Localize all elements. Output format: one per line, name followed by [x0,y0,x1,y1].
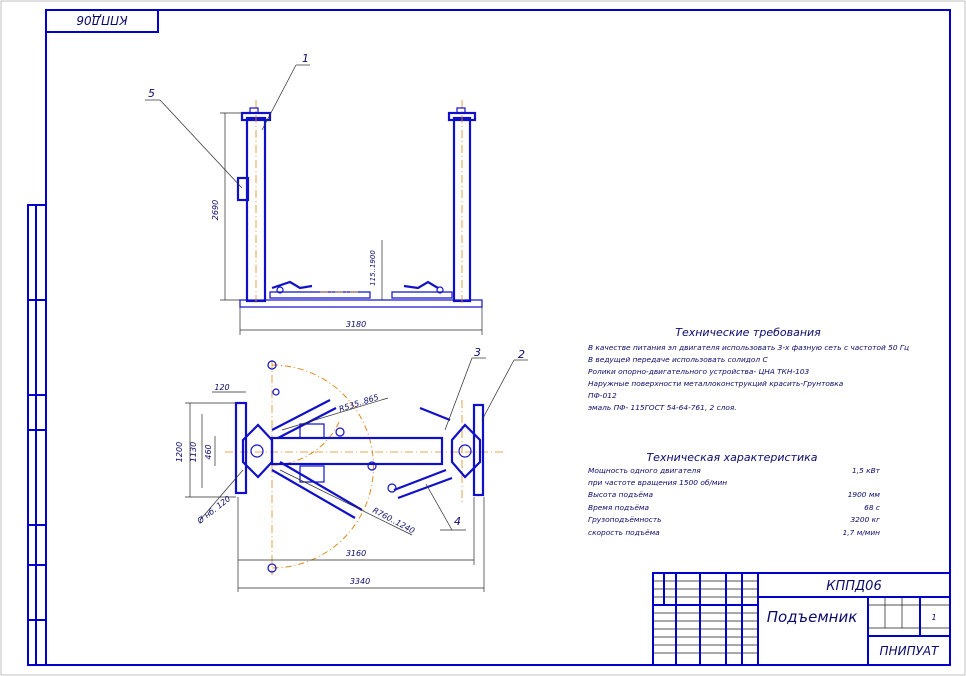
callouts-top: 3 2 4 [425,346,528,531]
char-value-1: 1,5 кВт [852,466,881,475]
char-label-2: при частоте вращения 1500 об/мин [588,478,727,487]
dim-width-top: 3180 [346,320,366,329]
dim-width-3160: 3160 [346,549,366,558]
dim-120: 120 [214,383,229,392]
title-block-code: КППД06 [826,579,881,594]
tech-req-line-4: Наружные поверхности металлоконструкций … [588,379,844,388]
dim-diameter: Ø нб. 120 [194,493,232,526]
tech-requirements-title: Технические требования [675,326,821,339]
char-value-4: 68 с [864,503,880,512]
dim-460: 460 [204,444,213,459]
title-block-org: ПНИПУАТ [880,644,941,658]
tech-requirements: Технические требования В качестве питани… [588,326,909,412]
char-label-1: Мощность одного двигателя [588,466,701,475]
title-block: КППД06 Подъемник 1 ПНИПУАТ [652,572,951,666]
tech-req-line-3: Ролики опорно-двигательного устройства- … [588,367,810,376]
callout-4: 4 [454,515,461,528]
top-view: R535..865 R760..1240 120 1200 1130 460 Ø… [175,360,505,592]
top-stamp-text: КППД06 [76,13,128,27]
left-binding-strip [27,204,47,666]
callout-3: 3 [474,346,481,359]
tech-req-line-5: ПФ-012 [588,391,617,400]
char-value-6: 1,7 м/мин [843,528,881,537]
top-stamp: КППД06 [45,9,159,33]
front-view: 2690 115..1900 3180 [211,100,483,335]
tech-characteristics-title: Техническая характеристика [646,451,817,464]
dim-width-3340: 3340 [350,577,370,586]
title-block-name: Подъемник [767,608,858,626]
callout-5: 5 [148,87,155,100]
dim-radius-2: R760..1240 [371,506,416,536]
char-label-4: Время подъёма [588,503,649,512]
char-value-3: 1900 мм [848,490,881,499]
char-label-5: Грузоподъёмность [588,515,662,524]
dim-1130: 1130 [189,442,198,462]
char-value-5: 3200 кг [850,515,880,524]
tech-characteristics: Техническая характеристика Мощность одно… [588,451,881,537]
tech-req-line-2: В ведущей передаче использовать солидол … [588,355,768,364]
tech-req-line-1: В качестве питания эл двигателя использо… [588,343,909,352]
callouts-front: 1 5 [145,52,310,189]
title-block-sheet: 1 [931,613,936,622]
dim-1200: 1200 [175,442,184,462]
char-label-3: Высота подъёма [588,490,653,499]
char-label-6: скорость подъёма [588,528,660,537]
callout-1: 1 [302,52,309,65]
dim-lift-height: 115..1900 [369,250,377,286]
tech-req-line-6: эмаль ПФ- 115ГОСТ 54-64-761, 2 слоя. [588,403,737,412]
callout-2: 2 [518,348,525,361]
dim-height: 2690 [211,200,220,220]
